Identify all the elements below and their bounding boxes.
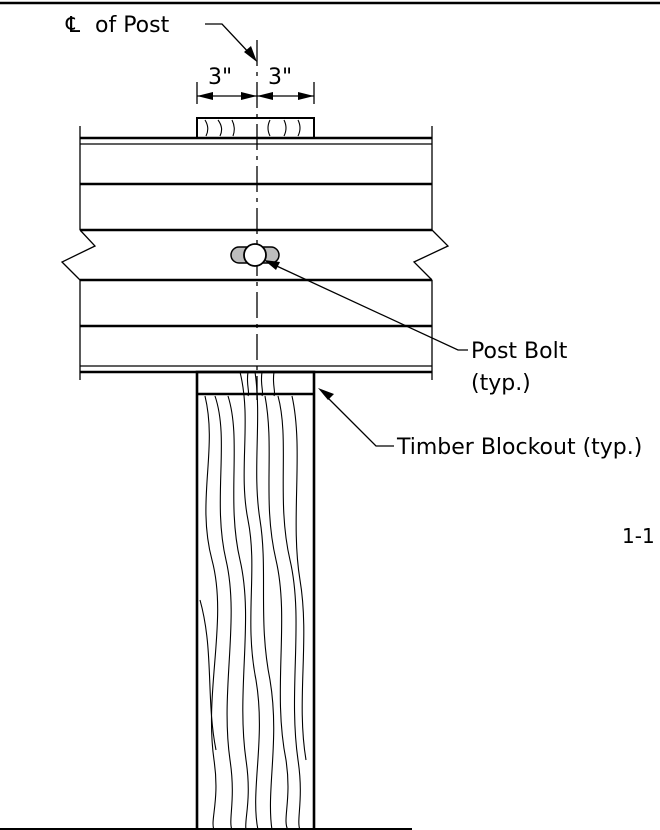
break-line-left — [60, 229, 97, 281]
dim-arrow-left — [197, 92, 213, 100]
centerline-symbol: ℄ — [65, 13, 81, 38]
timber-blockout-leader-arrow — [318, 388, 334, 400]
post-bolt — [230, 243, 280, 267]
centerline-label: of Post — [95, 13, 170, 38]
width-dimension — [196, 82, 315, 104]
post-bolt-leader-arrow — [264, 260, 280, 270]
timber-post — [195, 370, 316, 830]
dimension-right-label: 3" — [268, 65, 292, 90]
post-bolt-label: Post Bolt — [471, 339, 568, 364]
dim-arrow-center-right — [257, 92, 273, 100]
centerline-leader-arrow — [244, 46, 257, 62]
dimension-left-label: 3" — [208, 65, 232, 90]
post-bolt-leader — [267, 261, 468, 351]
timber-blockout-leader — [323, 393, 394, 447]
top-block-cap — [196, 117, 315, 139]
break-line-right — [412, 229, 450, 281]
clipped-section-note: 1-1 — [622, 524, 655, 548]
dim-arrow-center-left — [241, 92, 257, 100]
centerline-leader — [205, 23, 253, 57]
timber-blockout-label: Timber Blockout (typ.) — [396, 435, 642, 460]
post-bolt-label-typ: (typ.) — [471, 371, 531, 396]
dim-arrow-right — [298, 92, 314, 100]
